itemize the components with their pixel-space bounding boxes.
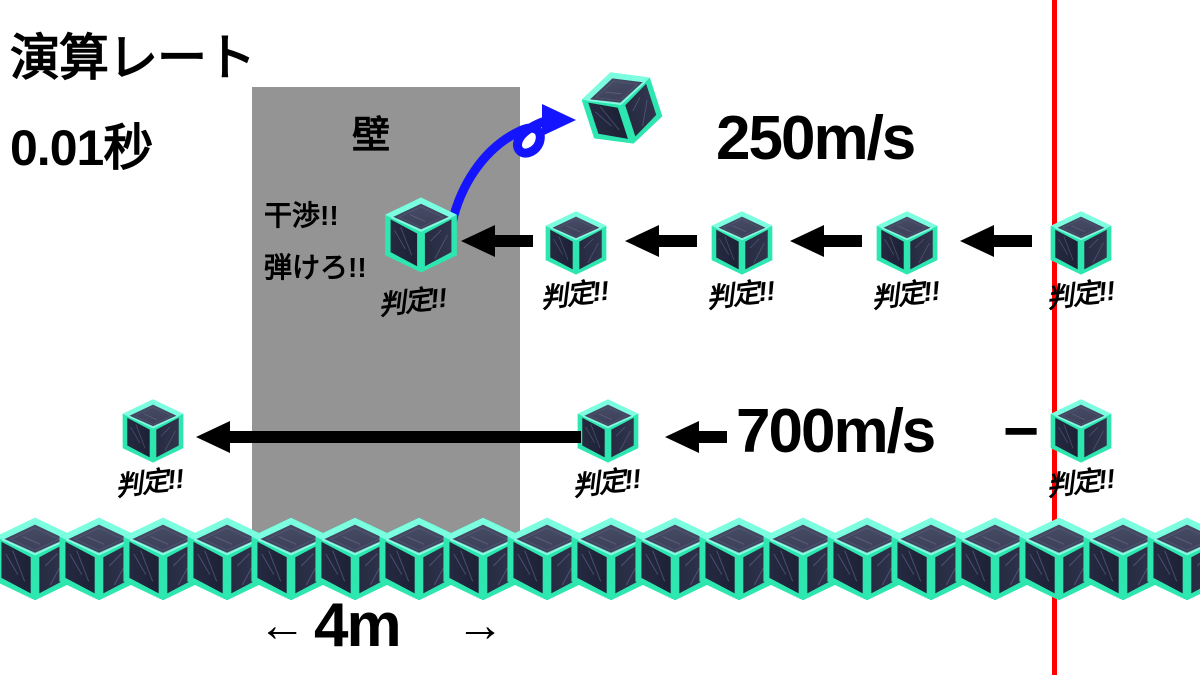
judgement-label: 判定!!: [538, 275, 610, 314]
judgement-label: 判定!!: [113, 463, 185, 502]
ground-cube: [0, 516, 78, 602]
moving-cube-fast: [874, 210, 940, 276]
judgement-label: 判定!!: [1044, 275, 1116, 314]
judgement-label: 判定!!: [869, 275, 941, 314]
motion-arrow-fast: [790, 221, 862, 261]
moving-cube-slow: [575, 398, 641, 464]
callout-bounce: 弾けろ!!: [264, 252, 367, 283]
moving-cube-slow: [120, 398, 186, 464]
ground-cube: [376, 516, 462, 602]
wall-label: 壁: [352, 115, 391, 157]
judgement-label: 判定!!: [570, 463, 642, 502]
wall-region: [252, 87, 520, 533]
blue-bounce-arrow: [430, 78, 610, 238]
moving-cube-slow: [1048, 398, 1114, 464]
scale-arrow-right: →: [456, 599, 504, 652]
callout-interference: 干渉!!: [264, 200, 339, 231]
judgement-label: 判定!!: [376, 282, 448, 321]
moving-cube-fast: [543, 210, 609, 276]
page-title-line1: 演算レート: [10, 30, 256, 86]
bounced-cube: [573, 59, 671, 157]
ground-cube: [120, 516, 206, 602]
speed-label-700-dash: −: [1003, 397, 1039, 466]
speed-label-250: 250m/s: [716, 104, 916, 173]
speed-label-700: 700m/s: [736, 397, 936, 466]
moving-cube-fast: [709, 210, 775, 276]
scale-label-4m: 4m: [314, 591, 402, 660]
page-title-line2: 0.01秒: [10, 120, 153, 176]
judgement-label: 判定!!: [1044, 463, 1116, 502]
ground-cube: [440, 516, 526, 602]
motion-arrow-fast: [960, 221, 1032, 261]
motion-arrow-fast: [625, 221, 697, 261]
ground-cube: [1080, 516, 1166, 602]
boundary-line-red: [1052, 0, 1057, 675]
moving-cube-fast: [1048, 210, 1114, 276]
ground-cube: [888, 516, 974, 602]
motion-arrow-slow: [196, 417, 581, 457]
ground-cube: [504, 516, 590, 602]
judgement-label: 判定!!: [704, 275, 776, 314]
ground-cube: [1144, 516, 1200, 602]
moving-cube-fast: [382, 196, 460, 274]
scale-arrow-left: ←: [258, 599, 306, 652]
motion-arrow-fast: [461, 221, 533, 261]
motion-arrow-slow: [665, 417, 727, 457]
ground-cube: [184, 516, 270, 602]
